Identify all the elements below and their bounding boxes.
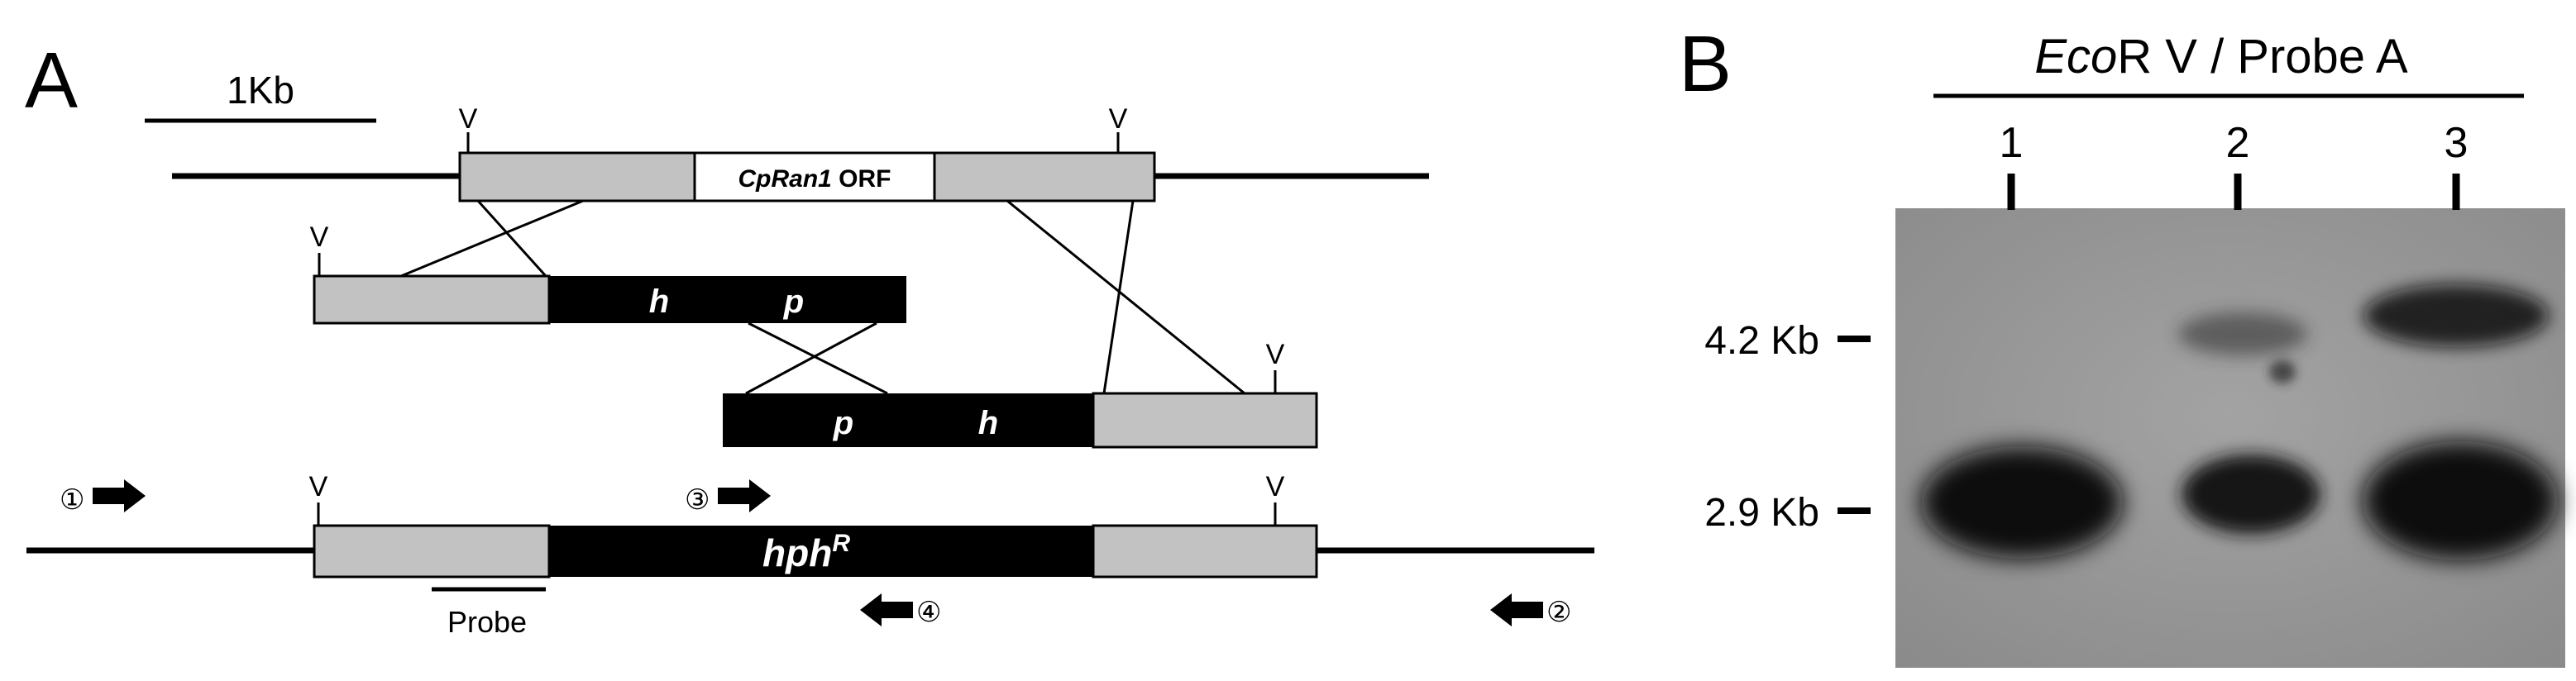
band-lane-2-4.2kb [2178,312,2307,355]
primer-4: ④ [860,593,941,629]
primer-1: ① [60,479,146,517]
orf-gene-name: CpRan1 [738,165,831,193]
left-construct-h: h [649,283,669,320]
hph-label: hphR [762,530,850,574]
left-construct-flank [313,274,551,325]
primer-1-arrow [93,479,146,512]
ko-hph-cassette [549,526,1093,577]
left-construct-site: V [310,221,329,253]
marker-label-2.9kb: 2.9 Kb [1704,491,1819,535]
primer-2: ② [1490,593,1571,629]
primer-3-label: ③ [685,483,710,517]
recombination-lines [400,199,1245,395]
blot-bands [1921,284,2558,560]
wt-left-flank [458,151,696,202]
right-construct: p h V [723,339,1318,449]
blot-membrane [1895,208,2565,668]
marker-label-4.2kb: 4.2 Kb [1704,319,1819,363]
right-construct-cassette [723,393,1093,447]
panel-a-letter: A [25,36,78,125]
ko-right-flank [1092,524,1318,579]
blot-header-rest: R V / Probe A [2117,30,2408,83]
orf-label: CpRan1 ORF [738,165,891,193]
wt-right-flank [933,151,1156,202]
hph-base: hph [762,531,832,574]
wild-type-locus: CpRan1 ORF V V [172,103,1429,202]
panel-b-letter: B [1679,20,1732,108]
knockout-locus: hphR V V Probe [26,471,1594,639]
left-construct-p: p [783,283,804,320]
orf-suffix: ORF [832,165,891,193]
primer-1-label: ① [60,483,84,517]
primer-3-arrow [718,479,771,512]
primer-2-arrow [1490,593,1543,626]
primer-3: ③ [685,479,771,517]
band-lane-1-2.9kb [1921,446,2123,559]
ko-site-right: V [1266,471,1285,502]
panel-a: A 1Kb CpRan1 ORF V V [25,36,1594,639]
primer-2-label: ② [1546,596,1571,629]
lane-label-1: 1 [2000,119,2024,167]
primer-4-arrow [860,593,913,626]
band-lane-2-spot [2269,360,2296,383]
ko-site-left: V [309,471,328,502]
lane-label-3: 3 [2445,119,2468,167]
right-construct-site: V [1266,339,1285,370]
lane-label-2: 2 [2226,119,2250,167]
scale-bar-label: 1Kb [227,69,294,112]
wt-site-right: V [1109,103,1128,135]
ko-left-flank [313,524,551,579]
right-construct-h: h [978,405,998,441]
right-construct-p: p [833,405,853,441]
blot-header: EcoR V / Probe A [2034,30,2408,83]
band-lane-2-2.9kb [2182,455,2320,534]
panel-b: B EcoR V / Probe A 1 2 3 4.2 Kb 2.9 Kb [1679,20,2565,668]
left-construct-cassette [549,276,906,323]
probe-label: Probe [447,605,527,639]
wt-site-left: V [459,103,478,135]
primer-4-label: ④ [916,596,941,629]
right-construct-flank [1092,392,1318,449]
band-lane-3-2.9kb [2363,441,2558,560]
blot-header-enzyme: Eco [2034,30,2117,83]
hph-superscript: R [832,530,850,557]
band-lane-3-4.2kb [2363,284,2549,347]
left-construct: h p V [310,221,906,325]
